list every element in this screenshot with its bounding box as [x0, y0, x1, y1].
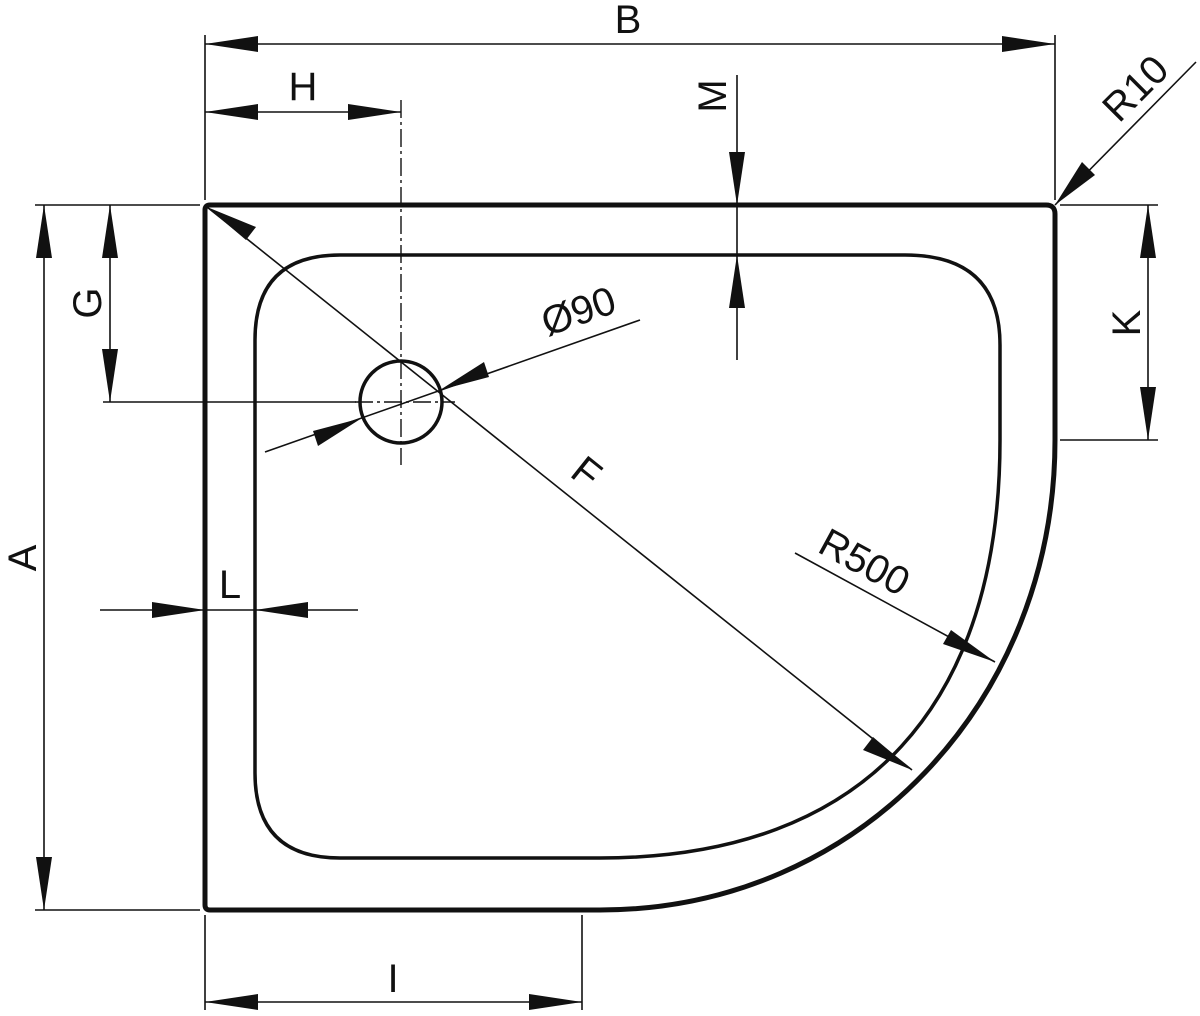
r10-arrow	[1055, 162, 1095, 205]
label-drain-diameter: Ø90	[536, 278, 622, 345]
f-arrow-top	[207, 207, 256, 240]
h-arrow-right	[348, 104, 401, 120]
h-arrow-left	[205, 104, 258, 120]
label-m: M	[691, 79, 735, 112]
label-r500: R500	[812, 520, 917, 604]
b-arrow-left	[205, 36, 258, 52]
i-arrow-left	[205, 994, 258, 1010]
label-r10: R10	[1094, 47, 1177, 130]
r500-arrow	[943, 630, 995, 662]
basin-outline	[253, 253, 1002, 860]
label-h: H	[289, 65, 318, 109]
k-arrow-top	[1140, 205, 1156, 258]
a-arrow-bottom	[36, 857, 52, 910]
label-l: L	[219, 563, 241, 607]
f-arrow-bottom	[863, 737, 912, 770]
tray-outline	[202, 202, 1058, 913]
label-k: K	[1105, 309, 1149, 336]
label-g: G	[66, 287, 110, 318]
i-arrow-right	[529, 994, 582, 1010]
l-arrow-left	[152, 602, 205, 618]
g-arrow-top	[102, 205, 118, 258]
l-arrow-right	[255, 602, 308, 618]
g-arrow-bottom	[102, 349, 118, 402]
a-arrow-top	[36, 205, 52, 258]
label-b: B	[615, 0, 642, 42]
drain-arrow-left	[313, 418, 362, 446]
k-arrow-bottom	[1140, 387, 1156, 440]
m-arrow-top	[729, 152, 745, 205]
b-arrow-right	[1002, 36, 1055, 52]
drain-arrow-right	[440, 362, 489, 390]
f-dimension-line	[206, 206, 913, 771]
label-f: F	[563, 448, 610, 498]
label-i: I	[387, 957, 398, 1001]
m-arrow-bottom	[729, 255, 745, 308]
label-a: A	[1, 544, 45, 571]
